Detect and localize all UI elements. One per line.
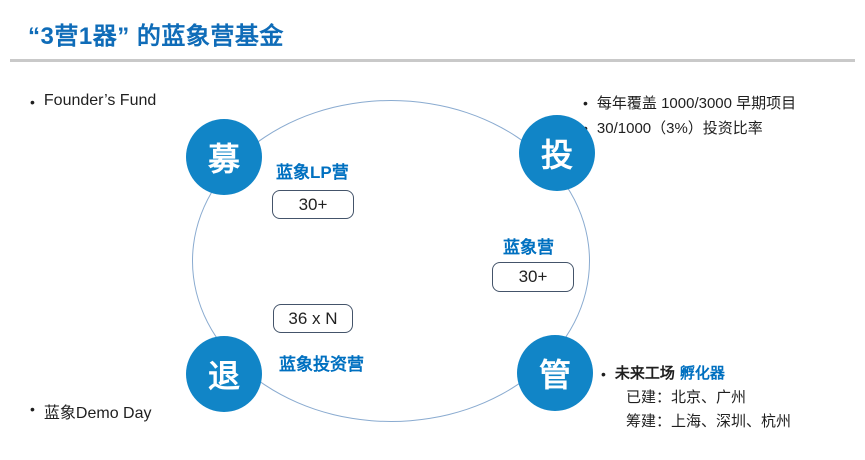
bullet-invest-ratio: • 30/1000（3%）投资比率 (583, 116, 796, 141)
right-bottom-bullets: • 未来工场 孵化器 已建：北京、广州 筹建：上海、深圳、杭州 (601, 362, 791, 434)
blue-camp-count-box: 30+ (492, 262, 574, 292)
cycle-ellipse (192, 100, 590, 422)
node-exit-circle: 退 (186, 336, 262, 412)
invest-ratio-label: 30/1000（3%）投资比率 (596, 120, 763, 137)
node-raise-circle: 募 (186, 119, 262, 195)
page-title: “3营1器” 的蓝象营基金 (28, 23, 284, 50)
invest-camp-count-box: 36 x N (273, 304, 353, 333)
coverage-label: 每年覆盖 1000/3000 早期项目 (596, 95, 797, 112)
built-cities-label: 已建：北京、广州 (626, 389, 747, 406)
node-invest-circle: 投 (519, 115, 595, 191)
incubator-highlight-label: 孵化器 (679, 365, 725, 382)
node-manage-circle: 管 (517, 335, 593, 411)
bullet-icon: • (30, 401, 35, 417)
bullet-icon: • (583, 95, 588, 111)
right-top-bullets: • 每年覆盖 1000/3000 早期项目 • 30/1000（3%）投资比率 (583, 91, 796, 141)
lp-camp-count-box: 30+ (272, 190, 354, 219)
invest-camp-label: 蓝象投资营 (279, 355, 364, 374)
bullet-icon: • (30, 94, 35, 110)
planned-cities-label: 筹建：上海、深圳、杭州 (626, 413, 792, 430)
bullet-founders-fund: • Founder’s Fund (30, 92, 156, 112)
founders-fund-label: Founder’s Fund (43, 92, 157, 109)
bullet-coverage: • 每年覆盖 1000/3000 早期项目 (583, 91, 796, 116)
incubator-prefix-label: 未来工场 (614, 365, 675, 382)
title-divider (10, 59, 855, 62)
bullet-icon: • (601, 366, 606, 382)
blue-camp-label: 蓝象营 (503, 238, 554, 257)
demo-day-label: 蓝象Demo Day (43, 405, 152, 422)
bullet-demo-day: • 蓝象Demo Day (30, 399, 152, 423)
bullet-incubator: • 未来工场 孵化器 (601, 362, 791, 386)
lp-camp-label: 蓝象LP营 (276, 163, 349, 182)
